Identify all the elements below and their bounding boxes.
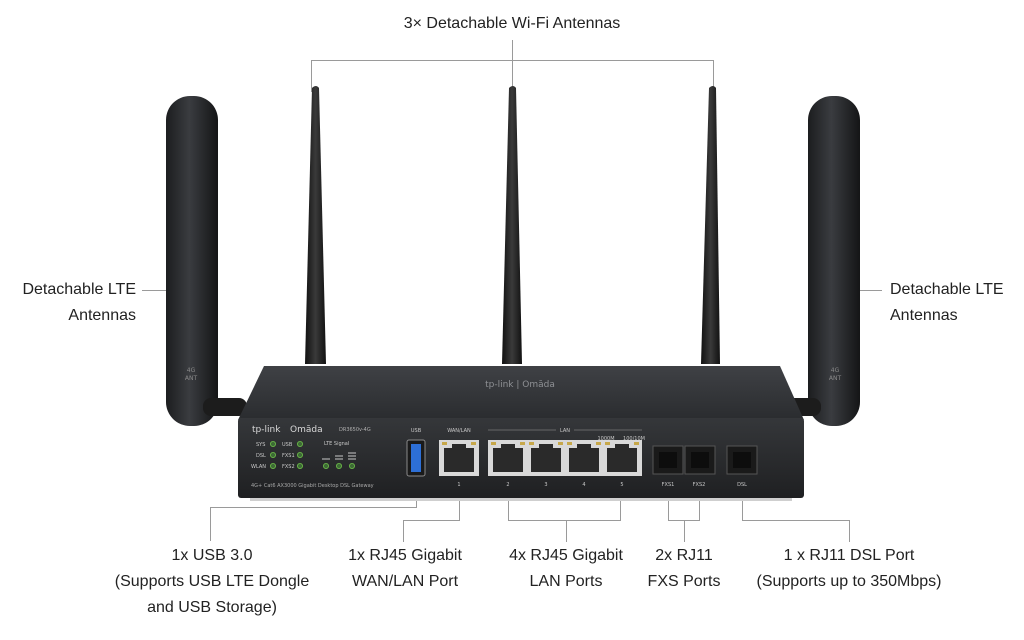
usb-callout-line-v	[210, 507, 211, 541]
led-label-sys: SYS	[256, 442, 265, 448]
speed-label-100: 100/10M	[623, 436, 645, 442]
wan-callout-line-up	[459, 494, 460, 521]
port-number-2: 2	[506, 482, 509, 488]
port-number-5: 5	[620, 482, 623, 488]
dsl-callout-line-up	[742, 494, 743, 521]
led-label-dsl: DSL	[256, 453, 266, 459]
lte-right-callout-line	[858, 290, 882, 291]
lte-right-line-2: Antennas	[890, 307, 958, 324]
fxs-callout-line-2: FXS Ports	[647, 573, 721, 590]
wan-port[interactable]	[439, 440, 479, 476]
ant-mark-left-1: 4G	[187, 367, 196, 374]
led-label-fxs1: FXS1	[282, 453, 295, 459]
dsl-port-label: DSL	[737, 482, 747, 488]
wifi-antenna-left[interactable]	[305, 86, 326, 364]
fxs2-port-label: FXS2	[693, 482, 706, 488]
wifi-callout-bracket-right	[713, 60, 714, 92]
fxs-callout-line-1: 2x RJ11	[655, 547, 713, 564]
lan-callout-bracket-right	[620, 494, 621, 521]
fxs-port-2[interactable]	[684, 445, 716, 475]
lte-right-callout: Detachable LTE Antennas	[890, 277, 1024, 329]
wan-port-label: WAN/LAN	[447, 428, 471, 434]
wifi-antennas-callout: 3× Detachable Wi-Fi Antennas	[312, 11, 712, 37]
lte-left-line-2: Antennas	[68, 307, 136, 324]
dsl-callout-line-v	[849, 520, 850, 542]
wan-callout-line-h	[403, 520, 459, 521]
router-top-panel	[238, 366, 804, 420]
lan-callout: 4x RJ45 Gigabit LAN Ports	[490, 543, 642, 595]
port-number-1: 1	[457, 482, 460, 488]
usb-callout-line-1: 1x USB 3.0	[171, 547, 253, 564]
ant-mark-left-2: ANT	[185, 375, 198, 382]
lan-port-5[interactable]	[602, 440, 642, 476]
ant-mark-right-2: ANT	[829, 375, 842, 382]
model-number: DR3650v-4G	[339, 427, 371, 433]
dsl-callout-line-1: 1 x RJ11 DSL Port	[783, 547, 915, 564]
wifi-antennas-text: 3× Detachable Wi-Fi Antennas	[403, 15, 621, 32]
led-dsl	[269, 451, 276, 458]
led-label-fxs2: FXS2	[282, 464, 295, 470]
led-lte-1	[322, 462, 329, 469]
lan-callout-line-2: LAN Ports	[529, 573, 603, 590]
port-number-3: 3	[544, 482, 547, 488]
port-number-4: 4	[582, 482, 585, 488]
lan-port-2[interactable]	[488, 440, 528, 476]
top-logo: tp-link | Omāda	[485, 380, 555, 390]
lan-callout-stem	[566, 520, 567, 542]
wan-callout-line-v	[403, 520, 404, 542]
fxs-callout-stem	[684, 520, 685, 542]
fxs-callout-bracket-right	[699, 494, 700, 521]
device-description: 4G+ Cat6 AX3000 Gigabit Desktop DSL Gate…	[251, 483, 374, 489]
wifi-antenna-right[interactable]	[701, 86, 720, 364]
lte-antenna-right[interactable]: 4G ANT	[777, 96, 860, 426]
led-fxs1	[296, 451, 303, 458]
lte-left-line-1: Detachable LTE	[22, 281, 136, 298]
dsl-callout-line-h	[742, 520, 850, 521]
wifi-callout-bracket-center	[512, 40, 513, 90]
led-label-usb: USB	[282, 442, 293, 448]
led-sys	[269, 440, 276, 447]
dsl-callout: 1 x RJ11 DSL Port (Supports up to 350Mbp…	[738, 543, 960, 595]
usb-callout: 1x USB 3.0 (Supports USB LTE Dongle and …	[100, 543, 324, 621]
led-lte-2	[335, 462, 342, 469]
lan-callout-bracket-h	[508, 520, 620, 521]
lte-left-callout-line	[142, 290, 166, 291]
lan-callout-bracket-left	[508, 494, 509, 521]
wan-callout: 1x RJ45 Gigabit WAN/LAN Port	[330, 543, 480, 595]
lan-port-4[interactable]	[564, 440, 604, 476]
wan-callout-line-2: WAN/LAN Port	[351, 573, 459, 590]
usb-callout-line-h	[210, 507, 416, 508]
lan-callout-line-1: 4x RJ45 Gigabit	[509, 547, 623, 564]
fxs-callout: 2x RJ11 FXS Ports	[634, 543, 734, 595]
led-label-wlan: WLAN	[251, 464, 266, 470]
led-lte-3	[348, 462, 355, 469]
ant-mark-right-1: 4G	[831, 367, 840, 374]
led-usb	[296, 440, 303, 447]
wifi-antenna-center[interactable]	[502, 86, 522, 364]
lte-left-callout: Detachable LTE Antennas	[0, 277, 136, 329]
product-line-logo: Omāda	[290, 425, 323, 435]
fxs1-port-label: FXS1	[662, 482, 675, 488]
fxs-port-1[interactable]	[652, 445, 684, 475]
usb-port-label: USB	[411, 428, 422, 434]
led-fxs2	[296, 462, 303, 469]
usb-callout-line-3: and USB Storage)	[147, 599, 277, 616]
dsl-callout-line-2: (Supports up to 350Mbps)	[756, 573, 942, 590]
wifi-callout-bracket-left	[311, 60, 312, 92]
speed-label-1000: 1000M	[597, 436, 614, 442]
usb-callout-line-2: (Supports USB LTE Dongle	[114, 573, 310, 590]
lte-right-line-1: Detachable LTE	[890, 281, 1004, 298]
lte-antenna-left[interactable]: 4G ANT	[166, 96, 247, 426]
lan-port-3[interactable]	[526, 440, 566, 476]
dsl-port[interactable]	[726, 445, 758, 475]
lan-group-label: LAN	[560, 428, 570, 434]
wan-callout-line-1: 1x RJ45 Gigabit	[348, 547, 462, 564]
lte-signal-label: LTE Signal	[324, 441, 349, 447]
brand-logo: tp-link	[252, 425, 281, 435]
led-wlan	[269, 462, 276, 469]
fxs-callout-bracket-left	[668, 494, 669, 521]
